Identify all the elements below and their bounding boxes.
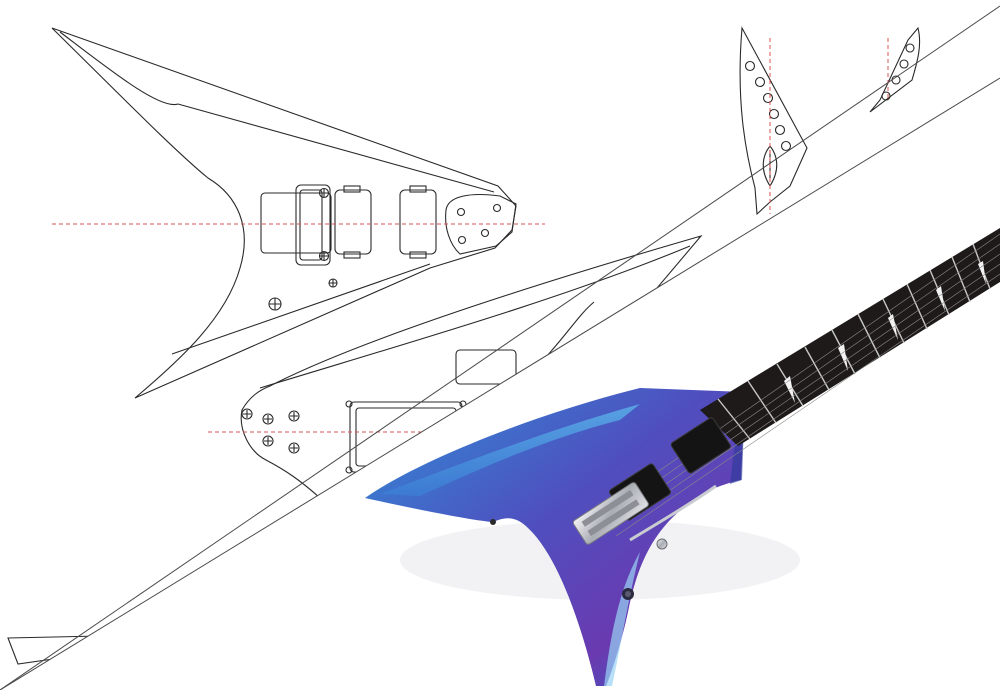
photo-panel xyxy=(0,5,1000,690)
guitar-body xyxy=(365,388,745,686)
guitar-neck xyxy=(599,228,1000,537)
blueprint-top-body xyxy=(51,27,517,399)
blueprint-drawing xyxy=(7,26,921,665)
guitar-bridge xyxy=(490,482,717,600)
